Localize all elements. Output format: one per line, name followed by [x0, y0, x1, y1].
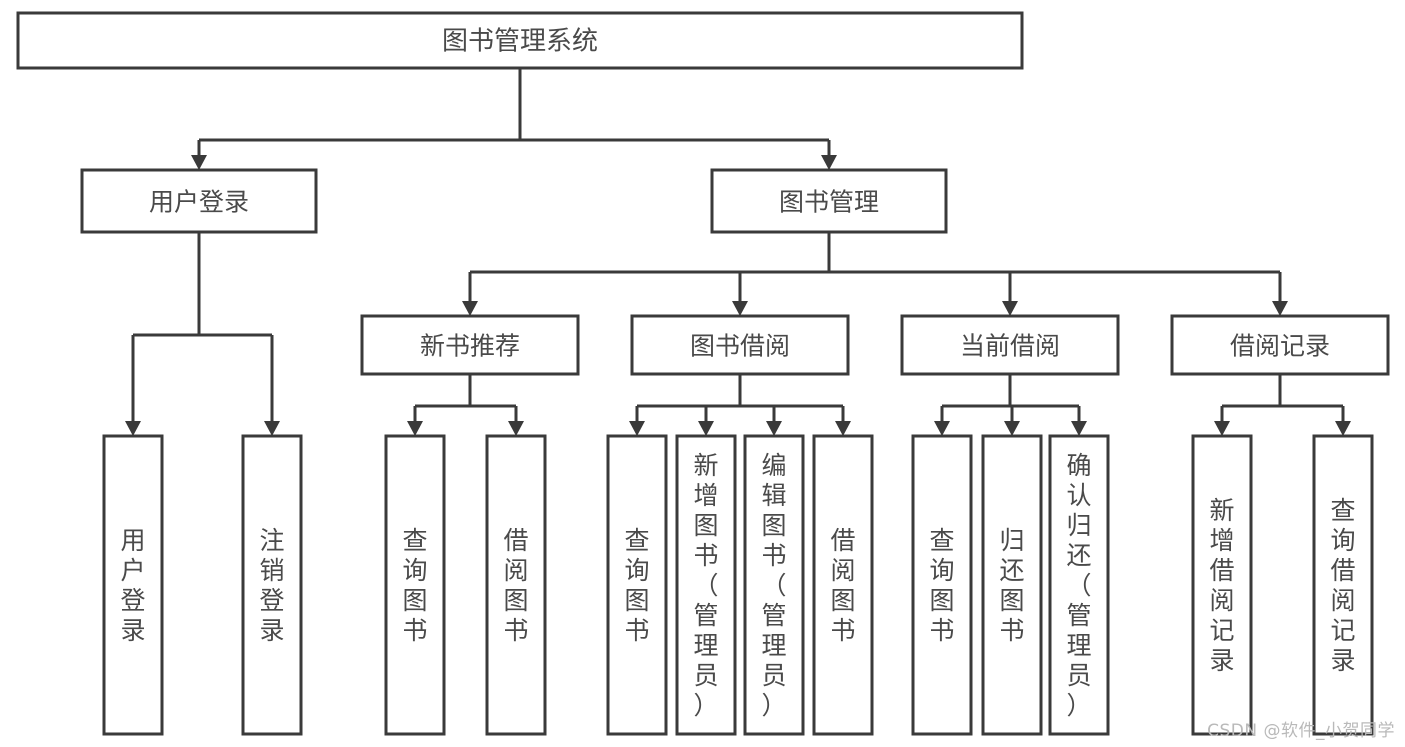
- node-leaf-borrow-book-1-box[interactable]: [485, 434, 547, 736]
- arrow-head: [934, 421, 950, 436]
- node-leaf-logout-label: 注销登录: [259, 526, 284, 645]
- node-user-login-label: 用户登录: [149, 188, 249, 217]
- node-leaf-query-book-2-label: 查询图书: [624, 526, 649, 645]
- node-leaf-query-book-2-box[interactable]: [606, 434, 668, 736]
- node-book-borrow-box[interactable]: [630, 314, 850, 376]
- node-leaf-add-record-box[interactable]: [1191, 434, 1253, 736]
- node-leaf-add-book-label: 新增图书（管理员）: [693, 451, 718, 720]
- node-current-borrow-label: 当前借阅: [960, 332, 1060, 361]
- node-book-manage-label: 图书管理: [779, 188, 879, 217]
- arrow-head: [821, 155, 837, 170]
- arrow-head: [125, 421, 141, 436]
- node-book-borrow-label: 图书借阅: [690, 332, 790, 361]
- arrow-head: [1004, 421, 1020, 436]
- arrow-head: [1071, 421, 1087, 436]
- arrow-head: [508, 421, 524, 436]
- arrow-head: [1214, 421, 1230, 436]
- arrow-head: [835, 421, 851, 436]
- node-new-book-recommend-label: 新书推荐: [420, 332, 520, 361]
- node-book-manage-box[interactable]: [710, 168, 948, 234]
- node-current-borrow-box[interactable]: [900, 314, 1120, 376]
- node-leaf-borrow-book-2-box[interactable]: [812, 434, 874, 736]
- node-leaf-query-record-label: 查询借阅记录: [1330, 496, 1355, 675]
- arrow-head: [1002, 301, 1018, 316]
- node-user-login-box[interactable]: [80, 168, 318, 234]
- arrow-head: [1272, 301, 1288, 316]
- arrow-head: [191, 155, 207, 170]
- root-node-label: 图书管理系统: [442, 27, 598, 57]
- arrow-head: [407, 421, 423, 436]
- node-borrow-record-box[interactable]: [1170, 314, 1390, 376]
- node-leaf-query-record-box[interactable]: [1312, 434, 1374, 736]
- arrow-head: [732, 301, 748, 316]
- node-leaf-confirm-return-label: 确认归还（管理员）: [1066, 451, 1091, 720]
- node-leaf-user-login-label: 用户登录: [120, 526, 145, 645]
- node-new-book-recommend-box[interactable]: [360, 314, 580, 376]
- arrow-head: [462, 301, 478, 316]
- arrow-head: [766, 421, 782, 436]
- node-leaf-borrow-book-2-label: 借阅图书: [830, 526, 855, 645]
- node-leaf-edit-book-box[interactable]: [743, 434, 805, 736]
- node-leaf-confirm-return-box[interactable]: [1048, 434, 1110, 736]
- watermark-text: CSDN @软件_小贺同学: [1207, 721, 1395, 741]
- boxes-layer: 图书管理系统用户登录图书管理新书推荐图书借阅当前借阅借阅记录用户登录注销登录查询…: [16, 11, 1390, 736]
- node-leaf-query-book-3-label: 查询图书: [929, 526, 954, 645]
- node-leaf-borrow-book-1-label: 借阅图书: [503, 526, 528, 645]
- root-node-box[interactable]: [16, 11, 1024, 70]
- node-leaf-logout-box[interactable]: [241, 434, 303, 736]
- node-borrow-record-label: 借阅记录: [1230, 332, 1330, 361]
- arrow-head: [1335, 421, 1351, 436]
- node-leaf-query-book-1-label: 查询图书: [402, 526, 427, 645]
- arrow-head: [264, 421, 280, 436]
- arrow-head: [698, 421, 714, 436]
- node-leaf-user-login-box[interactable]: [102, 434, 164, 736]
- node-leaf-add-book-box[interactable]: [675, 434, 737, 736]
- node-leaf-edit-book-label: 编辑图书（管理员）: [761, 451, 786, 720]
- arrow-head: [629, 421, 645, 436]
- connectors-layer: [125, 68, 1351, 436]
- node-leaf-return-book-box[interactable]: [981, 434, 1043, 736]
- node-leaf-return-book-label: 归还图书: [999, 526, 1024, 645]
- node-leaf-add-record-label: 新增借阅记录: [1209, 496, 1234, 675]
- node-leaf-query-book-3-box[interactable]: [911, 434, 973, 736]
- node-leaf-query-book-1-box[interactable]: [384, 434, 446, 736]
